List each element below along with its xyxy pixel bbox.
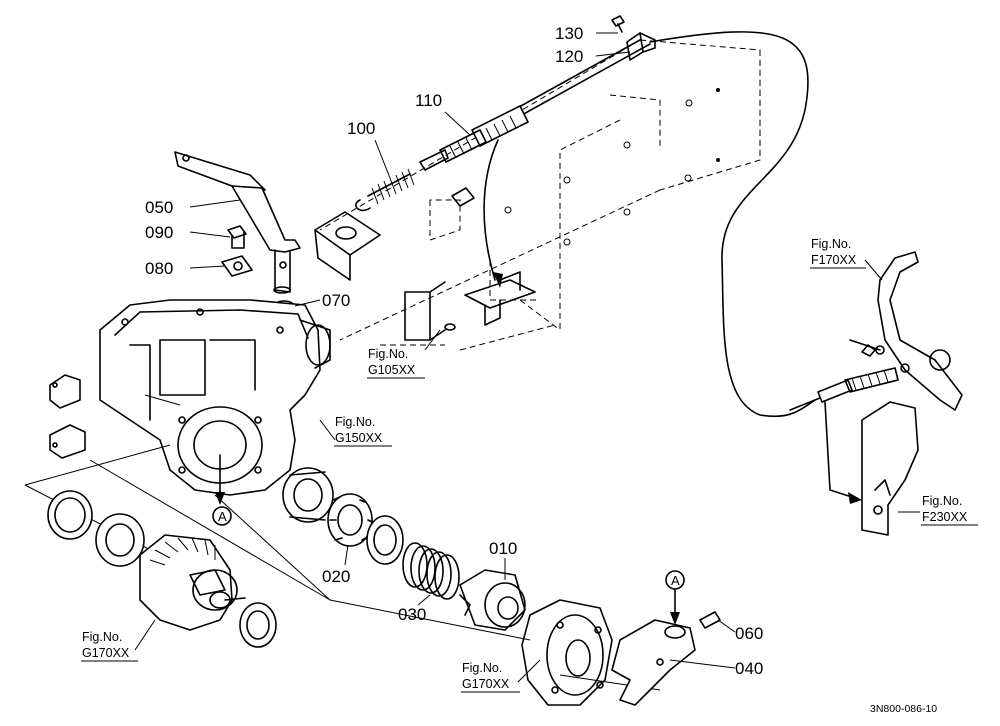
lever-050 bbox=[174, 151, 301, 294]
figure-references: Fig.No. F170XX Fig.No. G105XX Fig.No. G1… bbox=[81, 237, 978, 693]
bracket-f230 bbox=[824, 401, 919, 536]
frame-bracket bbox=[314, 187, 475, 281]
part-label-060: 060 bbox=[735, 624, 763, 643]
part-label-090: 090 bbox=[145, 223, 173, 242]
part-label-130: 130 bbox=[555, 24, 583, 43]
pin-060 bbox=[699, 611, 721, 629]
chassis-frame bbox=[319, 39, 761, 341]
fig-ref-f170: F170XX bbox=[811, 253, 857, 267]
left-bearing bbox=[95, 513, 145, 567]
pedal-linkage-f170 bbox=[849, 251, 963, 411]
part-label-040: 040 bbox=[735, 659, 763, 678]
callout-a-left: A bbox=[218, 509, 227, 524]
spacer-ring bbox=[366, 515, 404, 565]
callout-a-right: A bbox=[671, 573, 680, 588]
transmission-housing bbox=[99, 299, 331, 496]
part-labels: 130 120 110 100 050 090 080 070 020 030 … bbox=[145, 24, 763, 678]
fig-ref-g105: G105XX bbox=[368, 363, 416, 377]
fig-no-label-g150: Fig.No. bbox=[335, 415, 375, 429]
left-seal bbox=[47, 490, 93, 540]
flange-housing bbox=[329, 599, 661, 706]
part-label-030: 030 bbox=[398, 605, 426, 624]
fig-ref-g170-bottom: G170XX bbox=[462, 677, 510, 691]
fig-no-label-g170-bottom: Fig.No. bbox=[462, 661, 502, 675]
lower-frame bbox=[380, 271, 556, 351]
fig-no-label-f170: Fig.No. bbox=[811, 237, 851, 251]
part-label-110: 110 bbox=[415, 91, 442, 110]
fig-ref-g150: G150XX bbox=[335, 431, 383, 445]
return-spring-100 bbox=[355, 168, 415, 212]
part-label-120: 120 bbox=[555, 47, 583, 66]
washer-080 bbox=[221, 255, 253, 277]
arrow-a-right bbox=[665, 570, 685, 625]
fig-ref-g170-left: G170XX bbox=[82, 646, 130, 660]
part-label-020: 020 bbox=[322, 567, 350, 586]
drawing-code: 3N800-086-10 bbox=[870, 703, 937, 715]
throttle-cable bbox=[355, 15, 816, 418]
arrow-a-left bbox=[212, 454, 232, 526]
part-label-050: 050 bbox=[145, 198, 173, 217]
differential-gear bbox=[139, 534, 246, 631]
fig-no-label-f230: Fig.No. bbox=[922, 494, 962, 508]
bolt-090 bbox=[227, 225, 247, 249]
fig-no-label-g105: Fig.No. bbox=[368, 347, 408, 361]
cable-end-fitting bbox=[789, 367, 899, 411]
coil-spring-030 bbox=[402, 542, 460, 600]
bearing-caps bbox=[49, 374, 86, 459]
lock-nut-020 bbox=[327, 493, 373, 547]
part-label-080: 080 bbox=[145, 259, 173, 278]
part-label-070: 070 bbox=[322, 291, 350, 310]
shifter-010 bbox=[459, 569, 526, 631]
fig-ref-f230: F230XX bbox=[922, 510, 968, 524]
shift-fork-040 bbox=[611, 619, 696, 706]
part-label-100: 100 bbox=[347, 119, 375, 138]
fig-no-label-g170-left: Fig.No. bbox=[82, 630, 122, 644]
part-label-010: 010 bbox=[489, 539, 517, 558]
cable-adjuster-110 bbox=[419, 105, 529, 171]
right-seal bbox=[239, 602, 277, 648]
bearing bbox=[282, 467, 334, 523]
